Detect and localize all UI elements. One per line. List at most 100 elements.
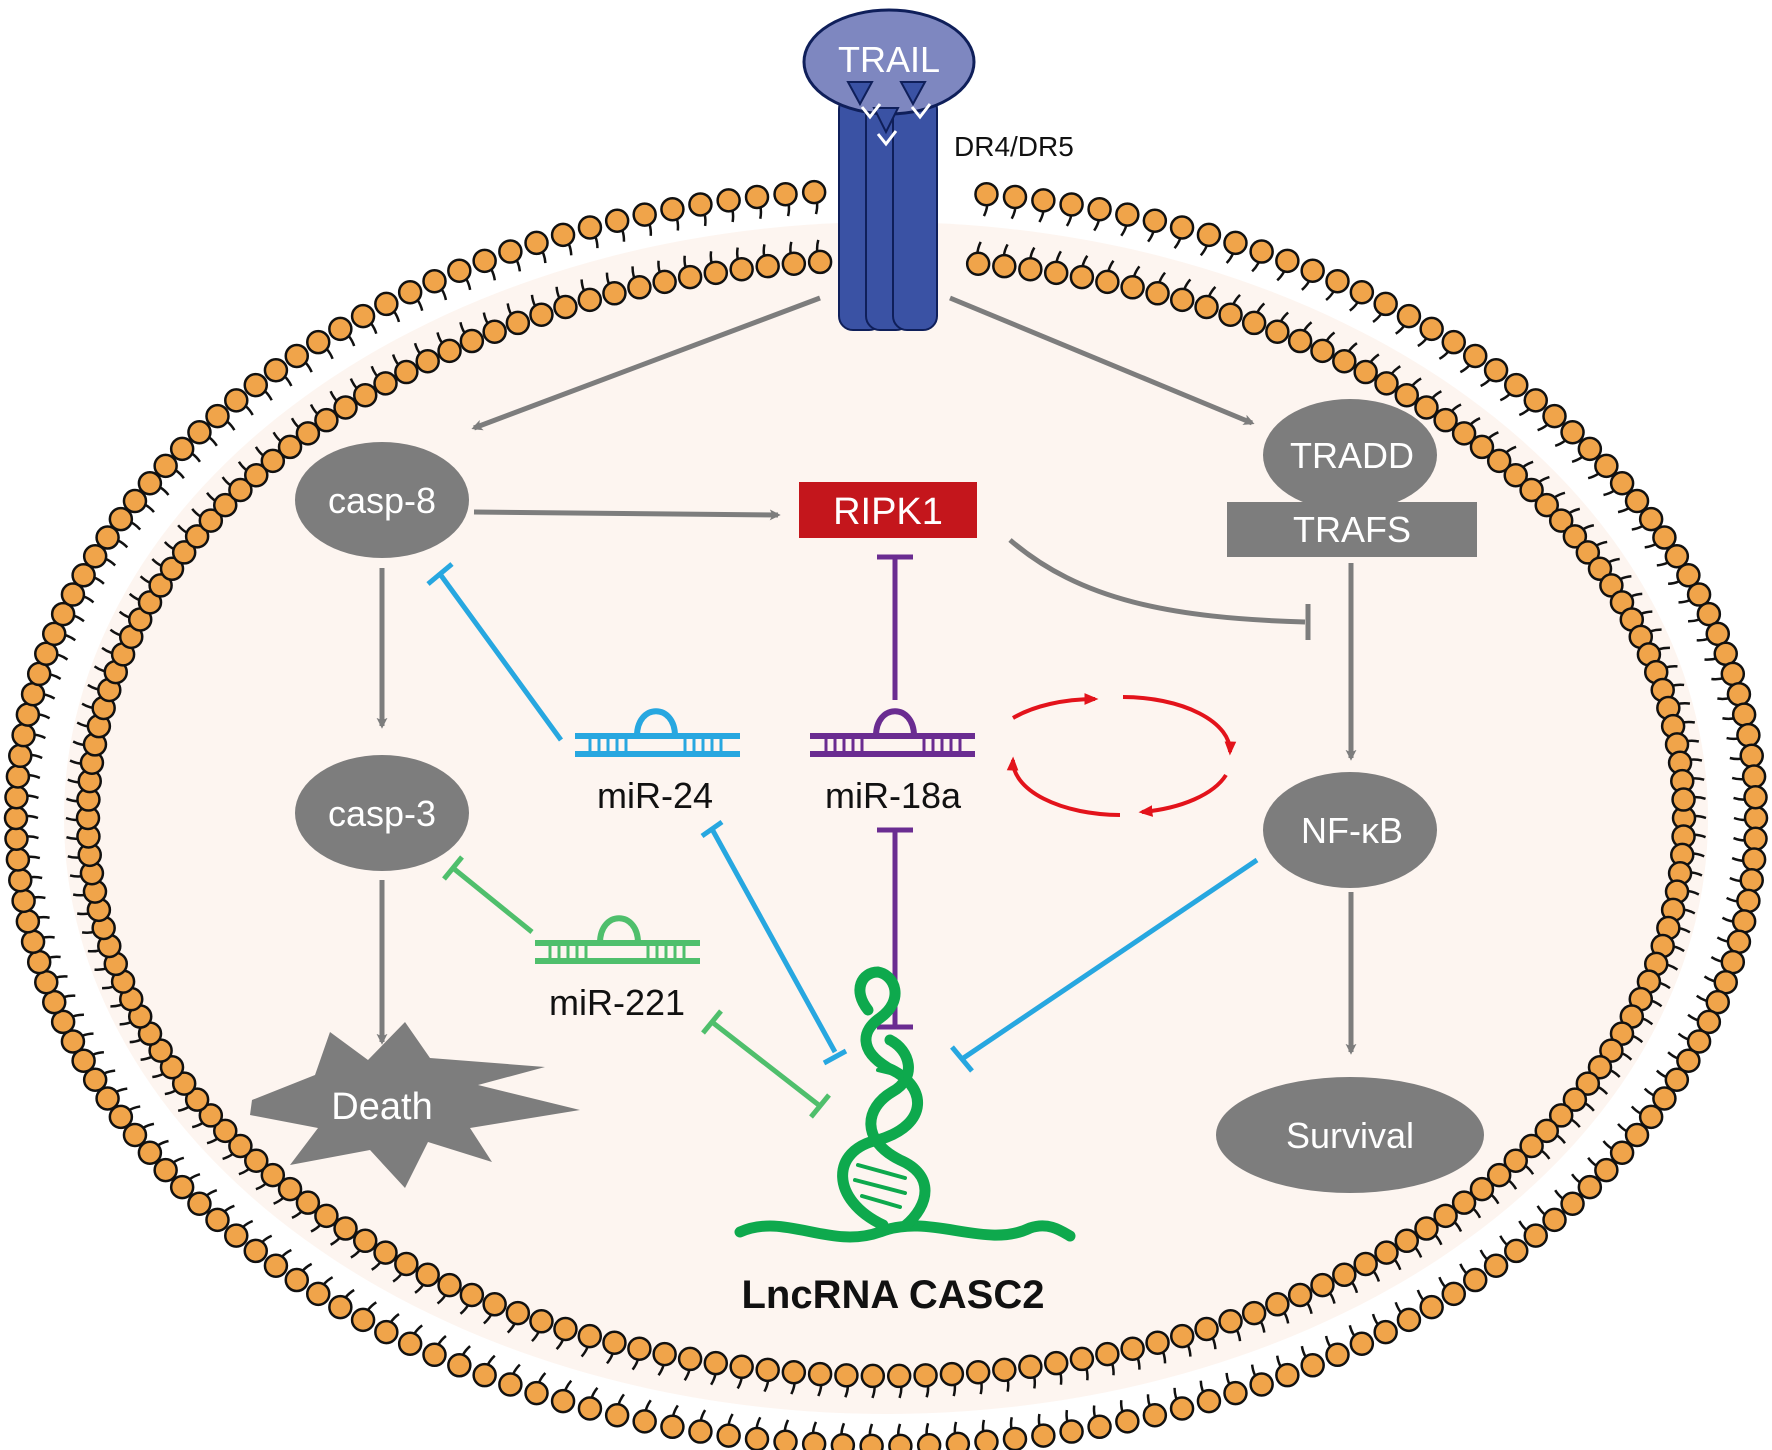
lipid-head — [1599, 1038, 1624, 1063]
lipid-head — [1332, 348, 1357, 374]
lipid-head — [1059, 1419, 1084, 1444]
lipid-head — [1587, 1054, 1613, 1080]
lipid-head — [422, 1342, 447, 1368]
lipid-head — [1043, 260, 1069, 286]
lipid-head — [122, 1122, 148, 1148]
lipid-head — [1705, 989, 1731, 1015]
lipid-head — [1275, 1362, 1300, 1388]
lipid-head — [773, 181, 798, 207]
lipid-head — [26, 661, 52, 687]
lipid-head — [886, 1363, 912, 1389]
lipid-head — [1577, 436, 1603, 462]
edge-receptor-to-casp8 — [471, 295, 821, 431]
lipid-head — [1394, 1228, 1420, 1254]
lipid-head — [498, 239, 523, 264]
lipid-head — [1196, 1388, 1222, 1414]
lipid-head — [860, 1363, 886, 1389]
lipid-head — [205, 1207, 230, 1233]
lipid-head — [1686, 1029, 1712, 1054]
lipid-head — [228, 1133, 253, 1159]
lipid-head — [4, 784, 29, 810]
lipid-head — [1353, 1251, 1378, 1277]
lipid-head — [834, 1363, 859, 1388]
lipid-head — [352, 1228, 378, 1254]
lipid-head — [11, 722, 36, 748]
lipid-head — [505, 310, 531, 336]
lipid-head — [1705, 621, 1731, 647]
lipid-head — [1142, 208, 1168, 233]
lipid-head — [1696, 601, 1722, 627]
lipid-head — [602, 1330, 627, 1355]
lipid-head — [350, 1307, 376, 1333]
lipid-head — [373, 1240, 398, 1265]
lipid-head — [1726, 681, 1752, 707]
lipid-head — [1534, 492, 1560, 518]
lipid-head — [1002, 1426, 1028, 1450]
lipid-head — [939, 1361, 965, 1387]
lipid-head — [1287, 1282, 1313, 1308]
lipid-head — [553, 1316, 578, 1342]
lipid-head — [830, 1432, 856, 1450]
lipid-head — [169, 436, 195, 462]
lipid-head — [1095, 1341, 1120, 1367]
lipid-head — [807, 249, 833, 275]
lipid-head — [1731, 909, 1757, 934]
lncrna-casc2-icon — [734, 966, 1076, 1243]
lipid-head — [1671, 787, 1696, 812]
lipid-head — [397, 280, 423, 305]
lipid-head — [1503, 1148, 1528, 1173]
lipid-head — [187, 1191, 212, 1216]
lipid-head — [965, 1360, 991, 1385]
lipid-head — [306, 1281, 331, 1307]
death-label: Death — [331, 1086, 432, 1128]
lipid-head — [1441, 329, 1466, 355]
lipid-head — [459, 1282, 485, 1308]
lipid-head — [1451, 421, 1477, 446]
lipid-head — [1548, 1103, 1574, 1128]
lipid-head — [1743, 805, 1769, 831]
lipid-head — [108, 506, 134, 532]
lipid-head — [577, 287, 603, 313]
nfkb-label: NF-κB — [1301, 810, 1403, 851]
lipid-head — [284, 343, 310, 369]
lipid-head — [1486, 1162, 1512, 1188]
lipid-head — [1018, 1354, 1043, 1380]
lipid-head — [82, 544, 108, 569]
lipid-head — [550, 222, 576, 248]
lipid-head — [1115, 1409, 1140, 1434]
lipid-head — [652, 269, 677, 295]
lipid-head — [34, 641, 59, 667]
lipid-head — [1249, 239, 1274, 264]
lipid-head — [295, 421, 321, 446]
lipid-head — [1043, 1350, 1069, 1376]
lipid-head — [277, 434, 303, 460]
lipid-head — [1652, 1086, 1677, 1111]
lipid-head — [498, 1372, 523, 1397]
lipid-head — [1741, 764, 1767, 789]
lipid-head — [688, 192, 713, 217]
lipid-head — [184, 1087, 210, 1112]
lipid-head — [108, 1104, 134, 1130]
lipid-head — [1433, 407, 1458, 433]
lipid-head — [1609, 1140, 1635, 1165]
lipid-head — [524, 230, 549, 256]
lipid-head — [1743, 826, 1768, 852]
lipid-head — [801, 1431, 827, 1450]
lipid-head — [1196, 222, 1222, 248]
lipid-head — [1441, 1281, 1466, 1307]
lipid-head — [260, 1162, 286, 1188]
lipid-head — [1115, 202, 1140, 227]
edge-casp8-to-ripk1 — [473, 509, 781, 521]
lipid-head — [1374, 1240, 1399, 1265]
lipid-head — [1087, 1414, 1112, 1440]
lipid-head — [228, 477, 253, 503]
lipid-head — [716, 188, 741, 213]
lipid-head — [1223, 230, 1248, 256]
lipid-head — [1731, 702, 1757, 727]
lipid-head — [660, 1414, 685, 1440]
lipid-head — [1310, 1272, 1335, 1298]
lipid-head — [277, 1176, 303, 1202]
lipid-head — [1396, 1307, 1422, 1333]
lipid-head — [1624, 1122, 1650, 1148]
lipid-head — [243, 1238, 269, 1264]
